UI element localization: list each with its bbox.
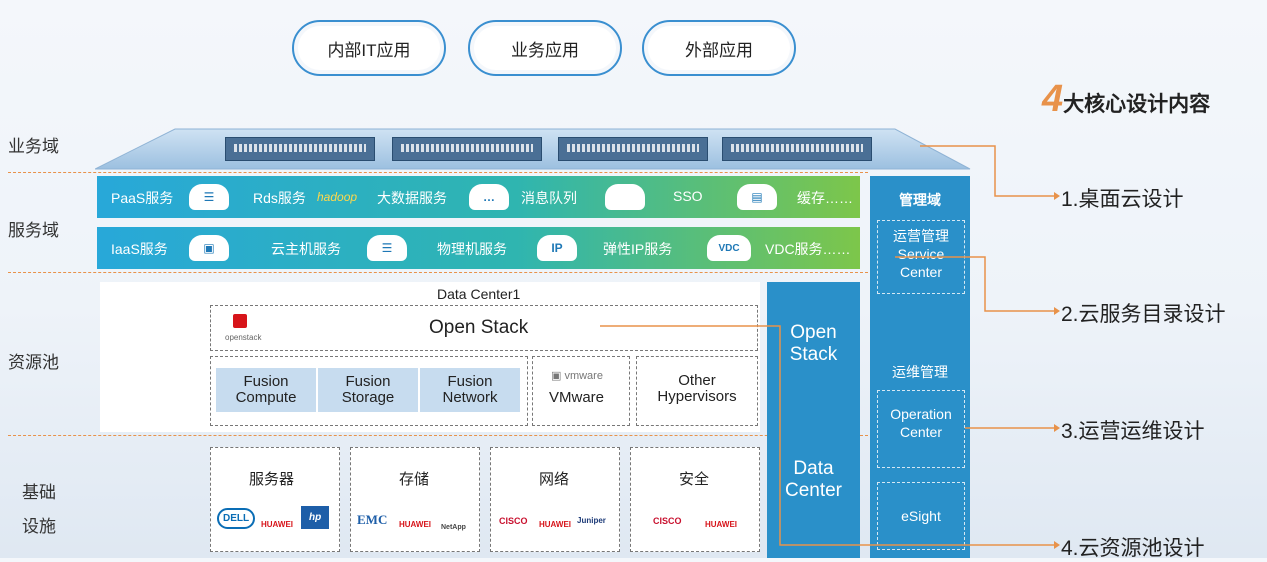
design-item-service-catalog: 2.云服务目录设计 xyxy=(1061,303,1226,326)
cloud-internal-it-app: 内部IT应用 xyxy=(292,20,446,76)
openstack-logo-icon xyxy=(233,314,247,328)
infra-security-title: 安全 xyxy=(679,471,710,488)
emc-logo: EMC xyxy=(357,512,388,527)
physical-host-label: 物理机服务 xyxy=(437,241,507,257)
server-rack-icon xyxy=(722,137,872,161)
vdc-icon: VDC xyxy=(707,235,751,261)
ip-icon: IP xyxy=(537,235,577,261)
paas-service-label: PaaS服务 xyxy=(111,190,174,206)
zone-infra-2: 设施 xyxy=(22,517,56,536)
management-panel: 管理域 运维管理 xyxy=(870,176,970,558)
infra-network-title: 网络 xyxy=(539,471,570,488)
design-item-operations: 3.运营运维设计 xyxy=(1061,420,1205,443)
iaas-service-label: IaaS服务 xyxy=(111,241,168,257)
design-item-desktop-cloud: 1.桌面云设计 xyxy=(1061,188,1184,211)
message-queue-label: 消息队列 xyxy=(521,190,577,206)
separator-1 xyxy=(8,172,868,173)
cache-label: 缓存…… xyxy=(797,190,853,206)
connector-resource-pool xyxy=(600,325,1054,546)
headline: 4大核心设计内容 xyxy=(1042,78,1210,121)
vmware-box: ▣ vmware VMware xyxy=(532,356,630,426)
vmware-label: VMware xyxy=(549,389,605,406)
esight-box: eSight xyxy=(877,482,965,550)
cloud-external-app: 外部应用 xyxy=(642,20,796,76)
chat-icon: … xyxy=(469,184,509,210)
cloud-icon xyxy=(605,184,645,210)
infra-server-title: 服务器 xyxy=(249,471,295,488)
separator-3 xyxy=(8,435,868,436)
huawei-logo: HUAWEI xyxy=(705,520,737,529)
iaas-service-row: IaaS服务 ▣ 云主机服务 ☰ 物理机服务 IP 弹性IP服务 VDC VDC… xyxy=(97,227,860,269)
netapp-logo: NetApp xyxy=(441,524,466,531)
vdc-service-label: VDC服务…… xyxy=(765,241,851,257)
cloud-business-app: 业务应用 xyxy=(468,20,622,76)
infra-server-box: 服务器 DELL HUAWEI hp xyxy=(210,447,340,552)
infra-network-box: 网络 CISCO HUAWEI Juniper xyxy=(490,447,620,552)
infra-storage-title: 存储 xyxy=(399,471,430,488)
paas-service-row: PaaS服务 ☰ Rds服务 hadoop 大数据服务 … 消息队列 SSO ▤… xyxy=(97,176,860,218)
elastic-ip-label: 弹性IP服务 xyxy=(603,241,673,257)
server-rack-icon xyxy=(558,137,708,161)
zone-service: 服务域 xyxy=(8,221,59,240)
cisco-logo: CISCO xyxy=(499,516,528,526)
rds-service-label: Rds服务 xyxy=(253,190,306,206)
huawei-logo: HUAWEI xyxy=(261,520,293,529)
ops-management-label: 运维管理 xyxy=(892,364,948,380)
infra-security-box: 安全 CISCO HUAWEI xyxy=(630,447,760,552)
juniper-logo: Juniper xyxy=(577,516,606,525)
vmware-logo: ▣ vmware xyxy=(551,370,603,382)
design-item-resource-pool: 4.云资源池设计 xyxy=(1061,537,1205,560)
hp-logo: hp xyxy=(301,506,330,529)
separator-2 xyxy=(8,272,868,273)
host-icon: ▣ xyxy=(189,235,229,261)
cisco-logo: CISCO xyxy=(653,516,682,526)
zone-infra-1: 基础 xyxy=(22,483,56,502)
database-icon: ☰ xyxy=(189,184,229,210)
data-center1-title: Data Center1 xyxy=(437,286,521,302)
zone-business: 业务域 xyxy=(8,137,59,156)
cache-icon: ▤ xyxy=(737,184,777,210)
headline-text: 大核心设计内容 xyxy=(1063,93,1211,116)
sso-label: SSO xyxy=(673,188,703,204)
huawei-logo: HUAWEI xyxy=(399,520,431,529)
huawei-logo: HUAWEI xyxy=(539,520,571,529)
connector-desktop-cloud xyxy=(920,145,1054,197)
openstack-label: Open Stack xyxy=(429,317,529,338)
server-icon: ☰ xyxy=(367,235,407,261)
cloud-host-label: 云主机服务 xyxy=(271,241,341,257)
dell-logo: DELL xyxy=(217,508,256,529)
headline-number: 4 xyxy=(1042,78,1064,120)
infra-storage-box: 存储 EMC HUAWEI NetApp xyxy=(350,447,480,552)
management-title: 管理域 xyxy=(899,192,941,208)
connector-service-catalog xyxy=(895,256,1054,312)
openstack-logo-text: openstack xyxy=(225,333,262,342)
zone-resource-pool: 资源池 xyxy=(8,353,59,372)
server-rack-icon xyxy=(225,137,375,161)
openstack-box: openstack Open Stack xyxy=(210,305,758,351)
server-rack-icon xyxy=(392,137,542,161)
bigdata-service-label: 大数据服务 xyxy=(377,190,447,206)
hadoop-logo: hadoop xyxy=(317,190,358,204)
